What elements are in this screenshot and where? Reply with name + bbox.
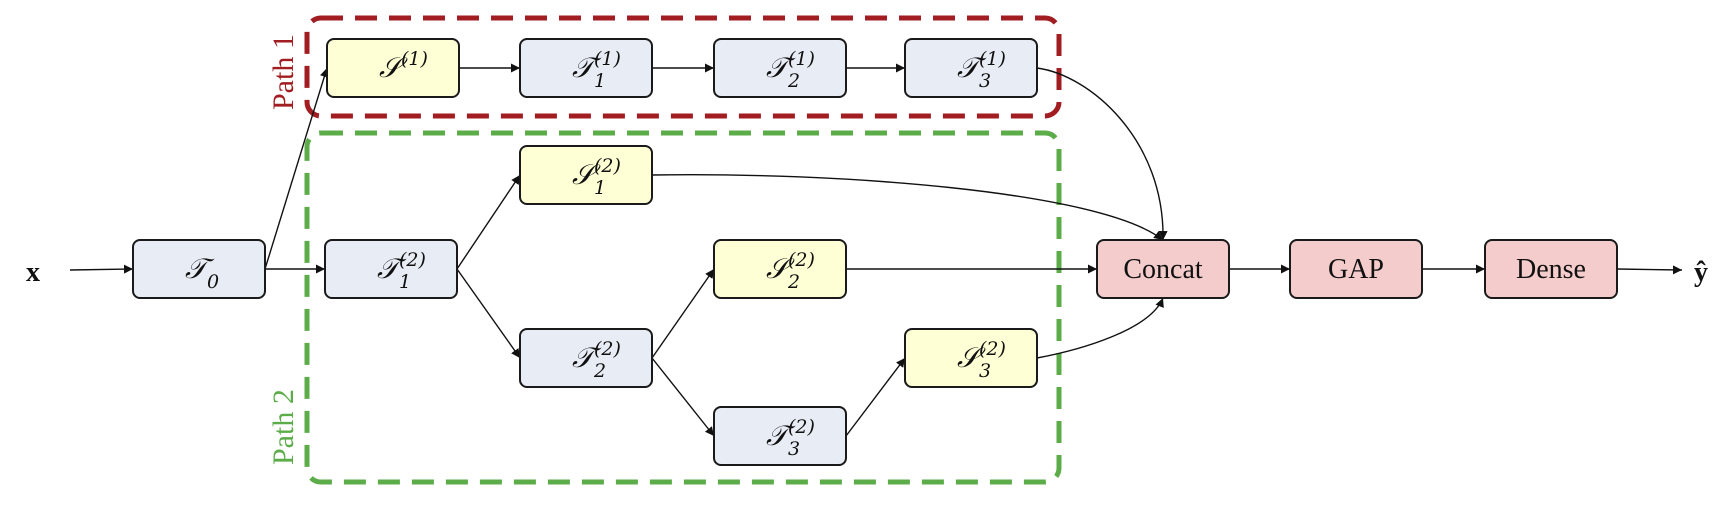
edge-t3-1-to-concat [1036, 67, 1168, 241]
node-box [519, 38, 653, 98]
node-label: 𝒮(2)2 [766, 249, 815, 293]
node-box [904, 328, 1038, 388]
edge-t3-2-to-s3-2 [845, 357, 906, 437]
path1-box [304, 15, 1062, 119]
edge-s3-2-to-concat [1036, 297, 1164, 359]
edge-t0-to-s1 [264, 67, 329, 270]
node-t3-2: 𝒯(2)3 [713, 406, 847, 466]
node-t3-1: 𝒯(1)3 [904, 38, 1038, 98]
edge-dense-to-y [1616, 265, 1683, 275]
node-label: 𝒮(2)1 [572, 155, 621, 199]
edge-t2-2-to-s2-2 [651, 268, 715, 359]
node-label: 𝒯(1)3 [957, 48, 1006, 92]
node-box [713, 406, 847, 466]
node-s2-2: 𝒮(2)2 [713, 239, 847, 299]
node-s1: 𝒮(1) [326, 38, 460, 98]
node-box [1484, 239, 1618, 299]
node-t2-2: 𝒯(2)2 [519, 328, 653, 388]
edge-t1-2-to-t2-2 [456, 268, 521, 359]
path1-group: Path 1 [267, 15, 1062, 119]
path2-box [304, 130, 1062, 485]
node-dense: Dense [1484, 239, 1618, 299]
node-label: GAP [1328, 254, 1384, 285]
node-box [904, 38, 1038, 98]
node-box [713, 239, 847, 299]
output-y-hat-label: ŷ [1694, 257, 1708, 288]
node-label: 𝒯(2)2 [572, 338, 621, 382]
edge-t2-2-to-t3-2 [651, 357, 715, 437]
node-label: 𝒯(2)3 [766, 416, 815, 460]
node-box [519, 328, 653, 388]
node-concat: Concat [1096, 239, 1230, 299]
node-box [326, 38, 460, 98]
node-t1-2: 𝒯(2)1 [324, 239, 458, 299]
edge-t1-2-to-s1-2 [456, 174, 521, 270]
edge-s1-2-to-concat [651, 173, 1164, 241]
input-x-label: x [26, 257, 40, 288]
node-label: 𝒮(2)3 [957, 338, 1006, 382]
edges [69, 63, 1683, 437]
node-s1-2: 𝒮(2)1 [519, 145, 653, 205]
node-label: Dense [1516, 254, 1586, 285]
node-t2-1: 𝒯(1)2 [713, 38, 847, 98]
path2-label: Path 2 [267, 389, 300, 465]
node-box [1096, 239, 1230, 299]
node-label: 𝒯(1)2 [766, 48, 815, 92]
node-label: Concat [1123, 254, 1203, 285]
node-box [519, 145, 653, 205]
node-label: 𝒯(2)1 [377, 249, 426, 293]
node-t1-1: 𝒯(1)1 [519, 38, 653, 98]
node-t0: 𝒯0 [132, 239, 266, 299]
path2-group: Path 2 [267, 130, 1062, 485]
node-gap: GAP [1289, 239, 1423, 299]
node-s3-2: 𝒮(2)3 [904, 328, 1038, 388]
node-box [713, 38, 847, 98]
node-label: 𝒮(1) [379, 48, 428, 84]
path1-label: Path 1 [267, 34, 300, 110]
nodes: 𝒯0 𝒮(1) 𝒯(1)1 𝒯(1)2 𝒯(1)3𝒯(2)1 𝒮(2)1𝒯(2)2 𝒮(2)… [132, 38, 1618, 466]
node-box [132, 239, 266, 299]
node-box [324, 239, 458, 299]
edge-x-to-t0 [69, 264, 134, 274]
node-label: 𝒯(1)1 [572, 48, 621, 92]
node-box [1289, 239, 1423, 299]
